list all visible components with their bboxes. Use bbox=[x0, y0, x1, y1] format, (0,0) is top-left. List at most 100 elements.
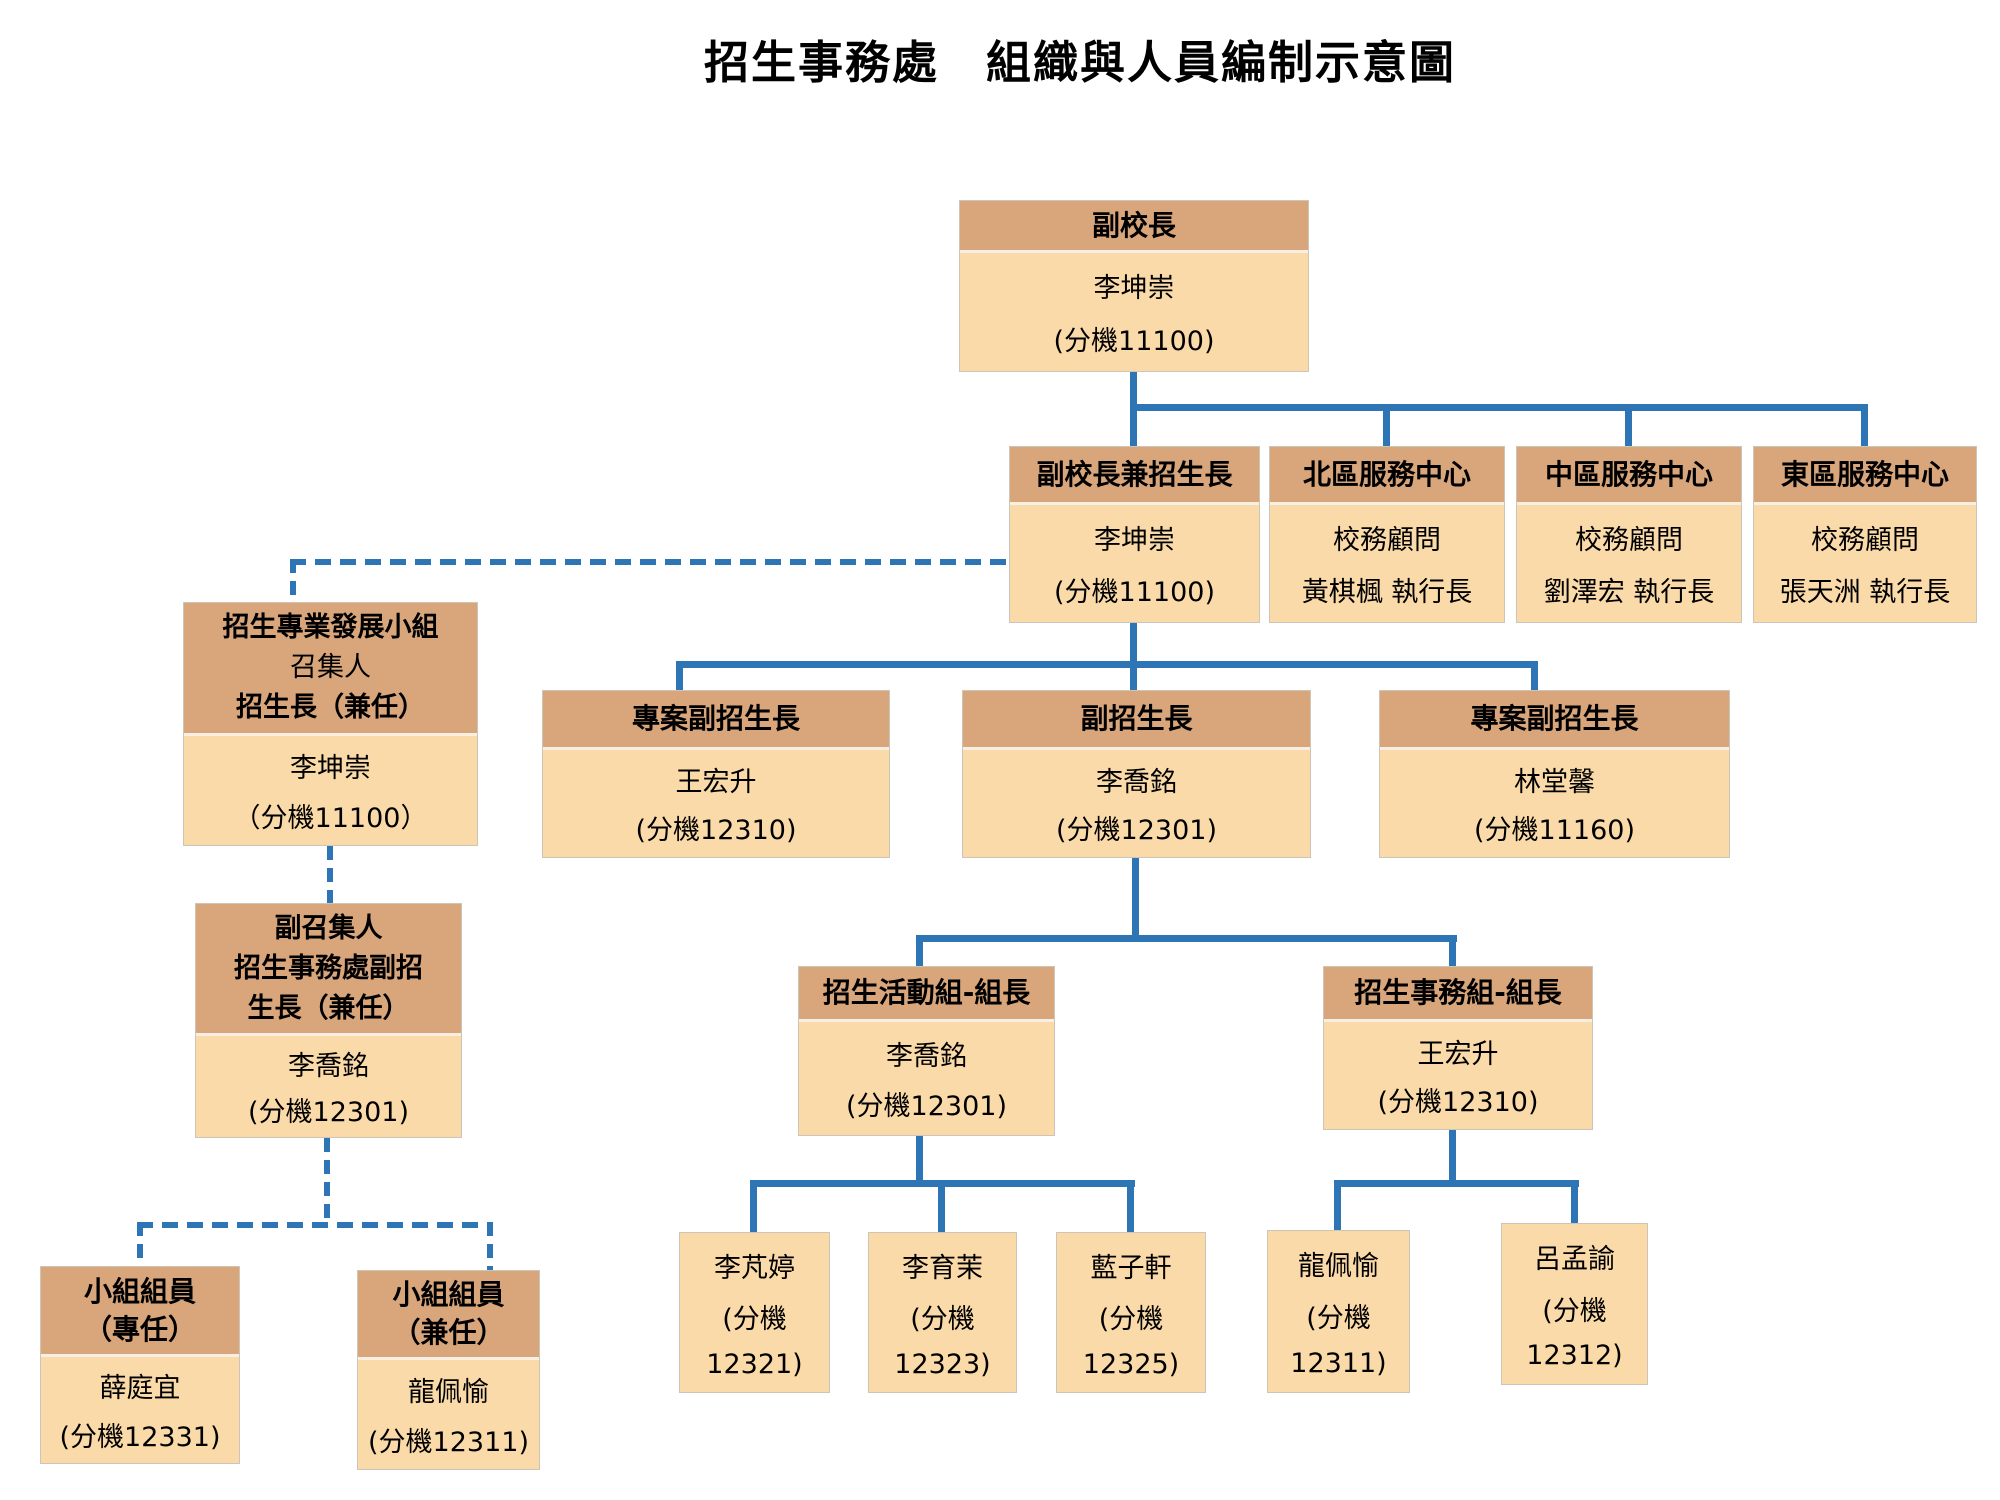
node-body: 林堂馨 (分機11160) bbox=[1380, 750, 1729, 857]
node-title: 專案副招生長 bbox=[1380, 691, 1729, 750]
person-name: 林堂馨 bbox=[1514, 766, 1595, 798]
org-node-affairs-group-leader: 招生事務組-組長 王宏升 (分機12310) bbox=[1323, 966, 1593, 1130]
connector-line bbox=[916, 935, 1457, 942]
person-name: 李喬銘 bbox=[1096, 766, 1177, 798]
org-node-admissions-dev-group: 招生專業發展小組 召集人 招生長（兼任） 李坤崇 （分機11100） bbox=[183, 602, 478, 846]
org-node-east-service-center: 東區服務中心 校務顧問 張天洲 執行長 bbox=[1753, 446, 1977, 623]
connector-line bbox=[750, 1180, 757, 1232]
extension: 12323) bbox=[894, 1348, 991, 1380]
node-title-line: （專任） bbox=[83, 1312, 196, 1346]
extension: (分機12301) bbox=[846, 1091, 1007, 1123]
extension: (分機12301) bbox=[248, 1097, 409, 1129]
person-role: 校務顧問 bbox=[1333, 525, 1441, 556]
dashed-connector bbox=[327, 846, 333, 903]
node-body: 呂孟諭 (分機 12312) bbox=[1502, 1224, 1647, 1384]
node-title: 副校長兼招生長 bbox=[1010, 447, 1259, 505]
org-node-staff-lan-zi-xuan: 藍子軒 (分機 12325) bbox=[1056, 1232, 1206, 1393]
connector-line bbox=[1449, 935, 1456, 966]
node-body: 李育茉 (分機 12323) bbox=[869, 1233, 1016, 1392]
extension: (分機11160) bbox=[1474, 815, 1635, 847]
org-node-central-service-center: 中區服務中心 校務顧問 劉澤宏 執行長 bbox=[1516, 446, 1742, 623]
org-node-staff-li-fan-ting: 李芃婷 (分機 12321) bbox=[679, 1232, 830, 1393]
org-node-staff-long-pei-yu: 龍佩愉 (分機 12311) bbox=[1267, 1230, 1410, 1393]
extension: (分機12310) bbox=[635, 815, 797, 847]
connector-line bbox=[1130, 404, 1868, 411]
person-name: 劉澤宏 執行長 bbox=[1543, 577, 1715, 608]
connector-line bbox=[1531, 661, 1538, 690]
person-name: 王宏升 bbox=[1417, 1038, 1499, 1070]
person-name: 李育茉 bbox=[902, 1252, 983, 1284]
extension: （分機11100） bbox=[233, 802, 428, 834]
node-body: 李坤崇 (分機11100) bbox=[1010, 505, 1259, 622]
extension: (分機 bbox=[1542, 1295, 1607, 1327]
person-name: 呂孟諭 bbox=[1534, 1243, 1615, 1275]
extension: (分機12301) bbox=[1056, 815, 1217, 847]
node-title: 北區服務中心 bbox=[1270, 447, 1504, 505]
connector-line bbox=[1334, 1180, 1579, 1187]
node-title-line: 招生長（兼任） bbox=[236, 692, 425, 723]
extension: (分機12310) bbox=[1377, 1087, 1539, 1119]
extension: 12312) bbox=[1526, 1340, 1623, 1372]
connector-line bbox=[916, 935, 923, 966]
connector-line bbox=[938, 1180, 945, 1232]
person-name: 李喬銘 bbox=[886, 1040, 967, 1072]
node-title-line: 副召集人 bbox=[274, 912, 383, 944]
org-node-staff-lu-meng-yu: 呂孟諭 (分機 12312) bbox=[1501, 1223, 1648, 1385]
extension: (分機12311) bbox=[368, 1426, 529, 1458]
person-name: 李坤崇 bbox=[1094, 525, 1175, 556]
org-node-deputy-convener: 副召集人 招生事務處副招 生長（兼任） 李喬銘 (分機12301) bbox=[195, 903, 462, 1138]
org-node-staff-li-yu-mo: 李育茉 (分機 12323) bbox=[868, 1232, 1017, 1393]
org-node-deputy-director: 副招生長 李喬銘 (分機12301) bbox=[962, 690, 1311, 858]
person-name: 李芃婷 bbox=[714, 1252, 795, 1284]
person-role: 校務顧問 bbox=[1811, 525, 1919, 556]
org-node-team-member-full-time: 小組組員 （專任） 薛庭宜 (分機12331) bbox=[40, 1266, 240, 1464]
extension: (分機 bbox=[1098, 1304, 1164, 1335]
node-body: 李喬銘 (分機12301) bbox=[196, 1036, 461, 1137]
extension: (分機 bbox=[1306, 1303, 1371, 1334]
connector-line bbox=[1127, 1180, 1134, 1232]
dashed-connector bbox=[290, 559, 296, 602]
node-title: 招生事務組-組長 bbox=[1324, 967, 1592, 1022]
person-role: 校務顧問 bbox=[1575, 525, 1683, 556]
node-body: 李坤崇 (分機11100) bbox=[960, 253, 1308, 371]
dashed-connector bbox=[487, 1222, 493, 1270]
extension: (分機11100) bbox=[1054, 577, 1215, 608]
node-body: 龍佩愉 (分機 12311) bbox=[1268, 1231, 1409, 1392]
person-name: 李坤崇 bbox=[290, 753, 371, 785]
extension: (分機12331) bbox=[59, 1421, 221, 1453]
connector-line bbox=[1383, 404, 1390, 446]
dashed-connector bbox=[137, 1222, 143, 1266]
org-node-vice-president: 副校長 李坤崇 (分機11100) bbox=[959, 200, 1309, 372]
node-body: 李芃婷 (分機 12321) bbox=[680, 1233, 829, 1392]
extension: (分機 bbox=[722, 1304, 787, 1335]
person-name: 王宏升 bbox=[675, 766, 757, 798]
node-title: 專案副招生長 bbox=[543, 691, 889, 750]
node-body: 王宏升 (分機12310) bbox=[543, 750, 889, 857]
node-title: 東區服務中心 bbox=[1754, 447, 1976, 505]
org-node-project-deputy-right: 專案副招生長 林堂馨 (分機11160) bbox=[1379, 690, 1730, 858]
node-body: 龍佩愉 (分機12311) bbox=[358, 1360, 539, 1469]
node-title-line: 生長（兼任） bbox=[247, 992, 410, 1024]
node-title-line: 小組組員 bbox=[392, 1278, 505, 1311]
dashed-connector bbox=[324, 1138, 330, 1225]
extension: 12311) bbox=[1290, 1348, 1387, 1379]
node-title-line: 召集人 bbox=[290, 652, 371, 683]
person-name: 李坤崇 bbox=[1093, 273, 1175, 305]
node-title: 中區服務中心 bbox=[1517, 447, 1741, 505]
extension: (分機 bbox=[910, 1304, 975, 1335]
person-name: 龍佩愉 bbox=[408, 1377, 489, 1409]
dashed-connector bbox=[137, 1222, 493, 1228]
page-title: 招生事務處 組織與人員編制示意圖 bbox=[703, 36, 1456, 89]
org-node-north-service-center: 北區服務中心 校務顧問 黃棋楓 執行長 bbox=[1269, 446, 1505, 623]
connector-line bbox=[1334, 1180, 1341, 1230]
connector-line bbox=[676, 661, 1538, 668]
person-name: 藍子軒 bbox=[1090, 1252, 1172, 1284]
node-body: 王宏升 (分機12310) bbox=[1324, 1022, 1592, 1129]
connector-line bbox=[1449, 1130, 1456, 1187]
node-body: 李喬銘 (分機12301) bbox=[963, 750, 1310, 857]
connector-line bbox=[1130, 623, 1137, 690]
node-body: 校務顧問 黃棋楓 執行長 bbox=[1270, 505, 1504, 622]
node-body: 李喬銘 (分機12301) bbox=[799, 1022, 1054, 1135]
org-node-activity-group-leader: 招生活動組-組長 李喬銘 (分機12301) bbox=[798, 966, 1055, 1136]
